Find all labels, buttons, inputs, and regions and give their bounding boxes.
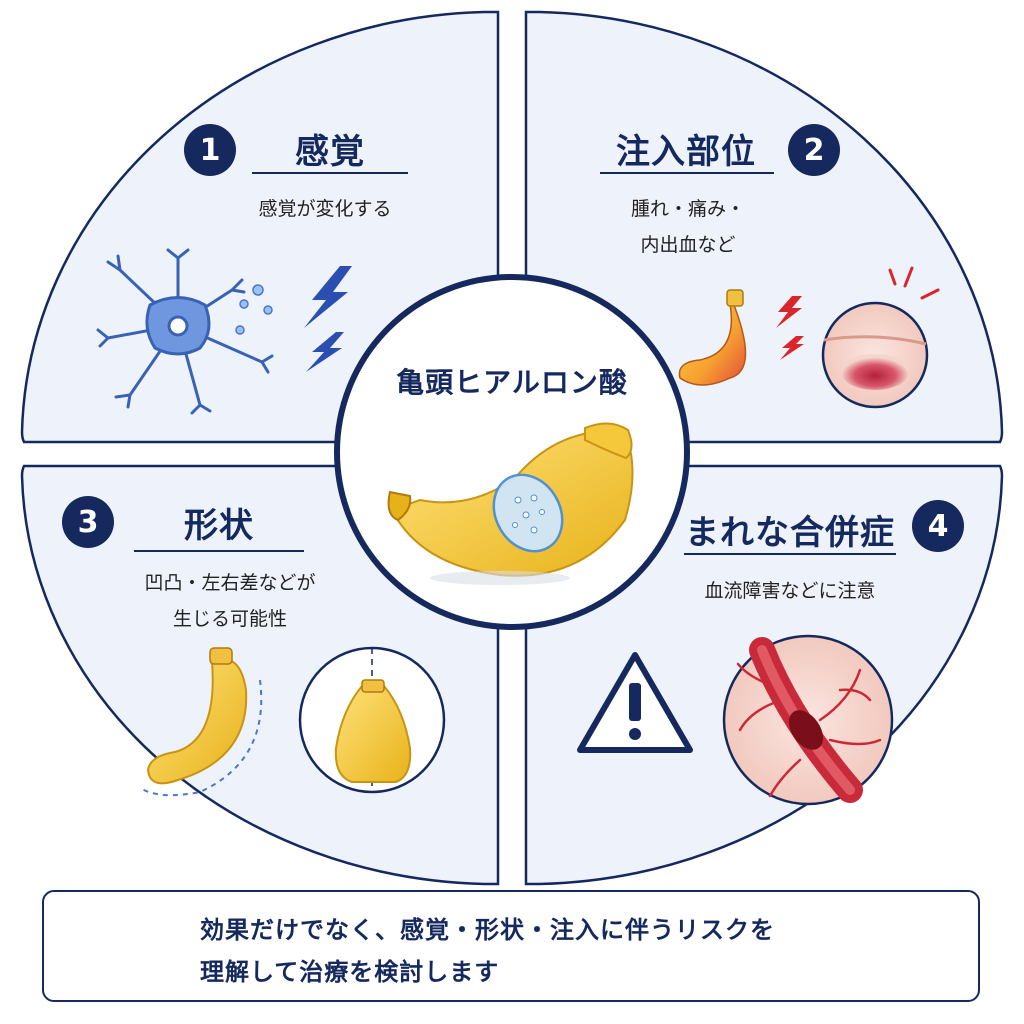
quadrant-1-desc-line-1: 感覚が変化する (258, 198, 392, 220)
quadrant-4-title: まれな合併症 (685, 513, 895, 553)
quadrant-2-number-badge: 2 (788, 124, 840, 176)
blood-vessel-icon (722, 634, 894, 806)
skin-bruise-icon (821, 301, 929, 409)
quadrant-2-underline (600, 172, 774, 174)
banana-icon (678, 289, 747, 386)
quadrant-3-desc-line-1: 凹凸・左右差などが (144, 572, 316, 594)
quadrant-4-underline (684, 553, 896, 555)
footer-box (42, 890, 980, 1002)
footer-line-2: 理解して治療を検討します (200, 958, 500, 986)
quadrant-1-number-badge: 1 (184, 124, 236, 176)
quadrant-2-title: 注入部位 (616, 132, 756, 172)
neurotransmitter-dots (235, 284, 273, 335)
pain-lines (888, 266, 940, 300)
center-title: 亀頭ヒアルロン酸 (396, 366, 628, 399)
quadrant-4-desc-line-1: 血流障害などに注意 (704, 580, 876, 602)
quadrant-4-number-badge: 4 (912, 500, 964, 552)
banana-icon (139, 647, 263, 797)
quadrant-1-underline (252, 172, 408, 174)
lightning-icon (776, 296, 804, 360)
quadrant-3-title: 形状 (184, 506, 254, 546)
banana-with-filler-icon (387, 422, 634, 585)
warning-icon (577, 652, 693, 753)
quadrant-1-title: 感覚 (295, 132, 365, 172)
quadrant-2-desc-line-2: 内出血など (640, 234, 736, 256)
quadrant-3-underline (134, 550, 304, 552)
quadrant-2-desc-line-1: 腫れ・痛み・ (630, 198, 745, 220)
lightning-icon (304, 266, 352, 372)
quadrant-3-desc-line-2: 生じる可能性 (172, 608, 287, 630)
quadrant-3-number-badge: 3 (62, 496, 114, 548)
footer-line-1: 効果だけでなく、感覚・形状・注入に伴うリスクを (200, 916, 775, 944)
tip-shape-icon (298, 646, 446, 794)
